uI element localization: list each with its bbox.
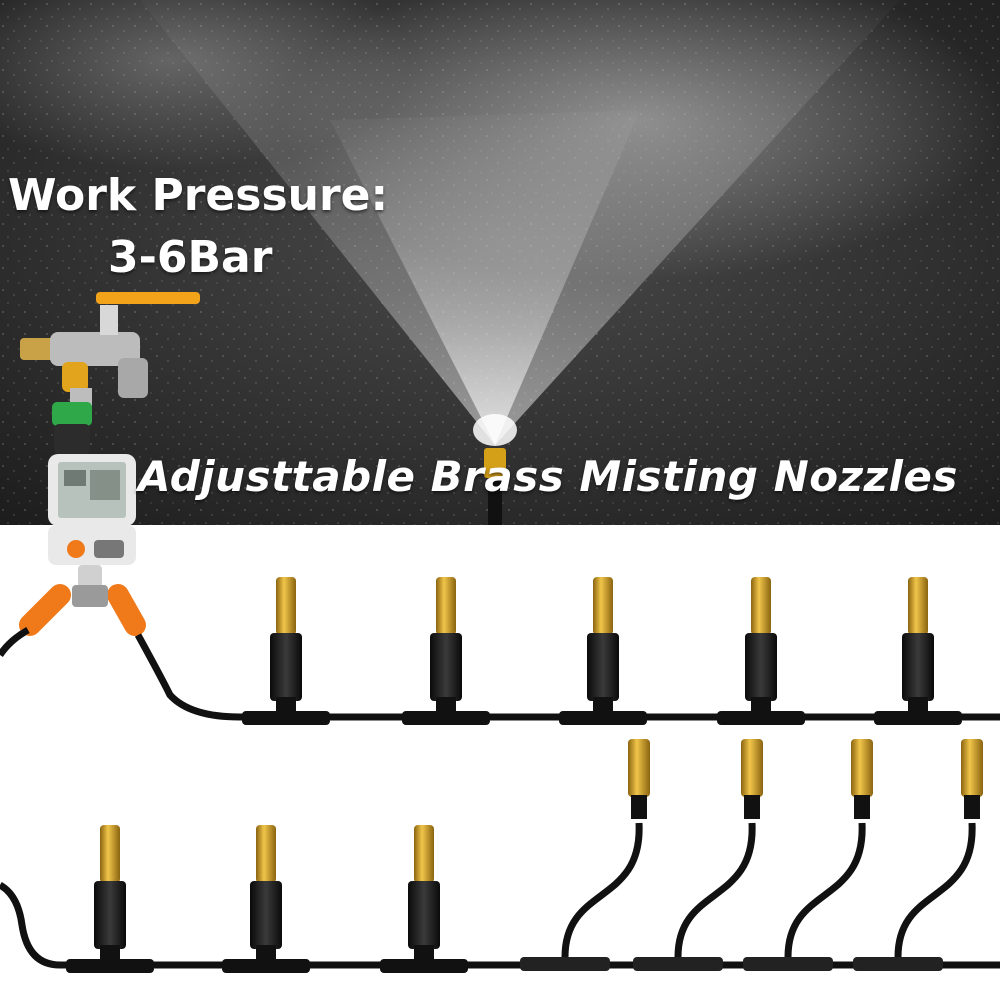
work-pressure-value: 3-6Bar <box>108 232 273 283</box>
water-timer-icon <box>48 402 136 525</box>
tee-connector-icon <box>743 739 873 971</box>
product-title: Adjusttable Brass Misting Nozzles <box>138 452 958 501</box>
brass-nozzle-icon <box>874 577 962 725</box>
product-layout <box>0 525 1000 1000</box>
brass-nozzle-icon <box>380 825 468 973</box>
brass-nozzle-icon <box>66 825 154 973</box>
mist-spray-background <box>0 0 1000 525</box>
brass-nozzle-icon <box>402 577 490 725</box>
faucet-icon <box>20 292 200 406</box>
brass-nozzle-icon <box>242 577 330 725</box>
brass-nozzle-icon <box>717 577 805 725</box>
misting-line-diagram <box>0 525 1000 973</box>
tee-connector-icon <box>520 739 650 971</box>
work-pressure-label: Work Pressure: <box>8 170 389 221</box>
tee-connector-icon <box>633 739 763 971</box>
brass-nozzle-icon <box>559 577 647 725</box>
tee-connector-icon <box>853 739 983 971</box>
hero-photo: Work Pressure: 3-6Bar Adjusttable Brass … <box>0 0 1000 525</box>
spray-nozzle-icon <box>484 448 506 525</box>
water-timer-body <box>48 525 136 565</box>
brass-nozzle-icon <box>222 825 310 973</box>
y-splitter-icon <box>19 565 146 636</box>
